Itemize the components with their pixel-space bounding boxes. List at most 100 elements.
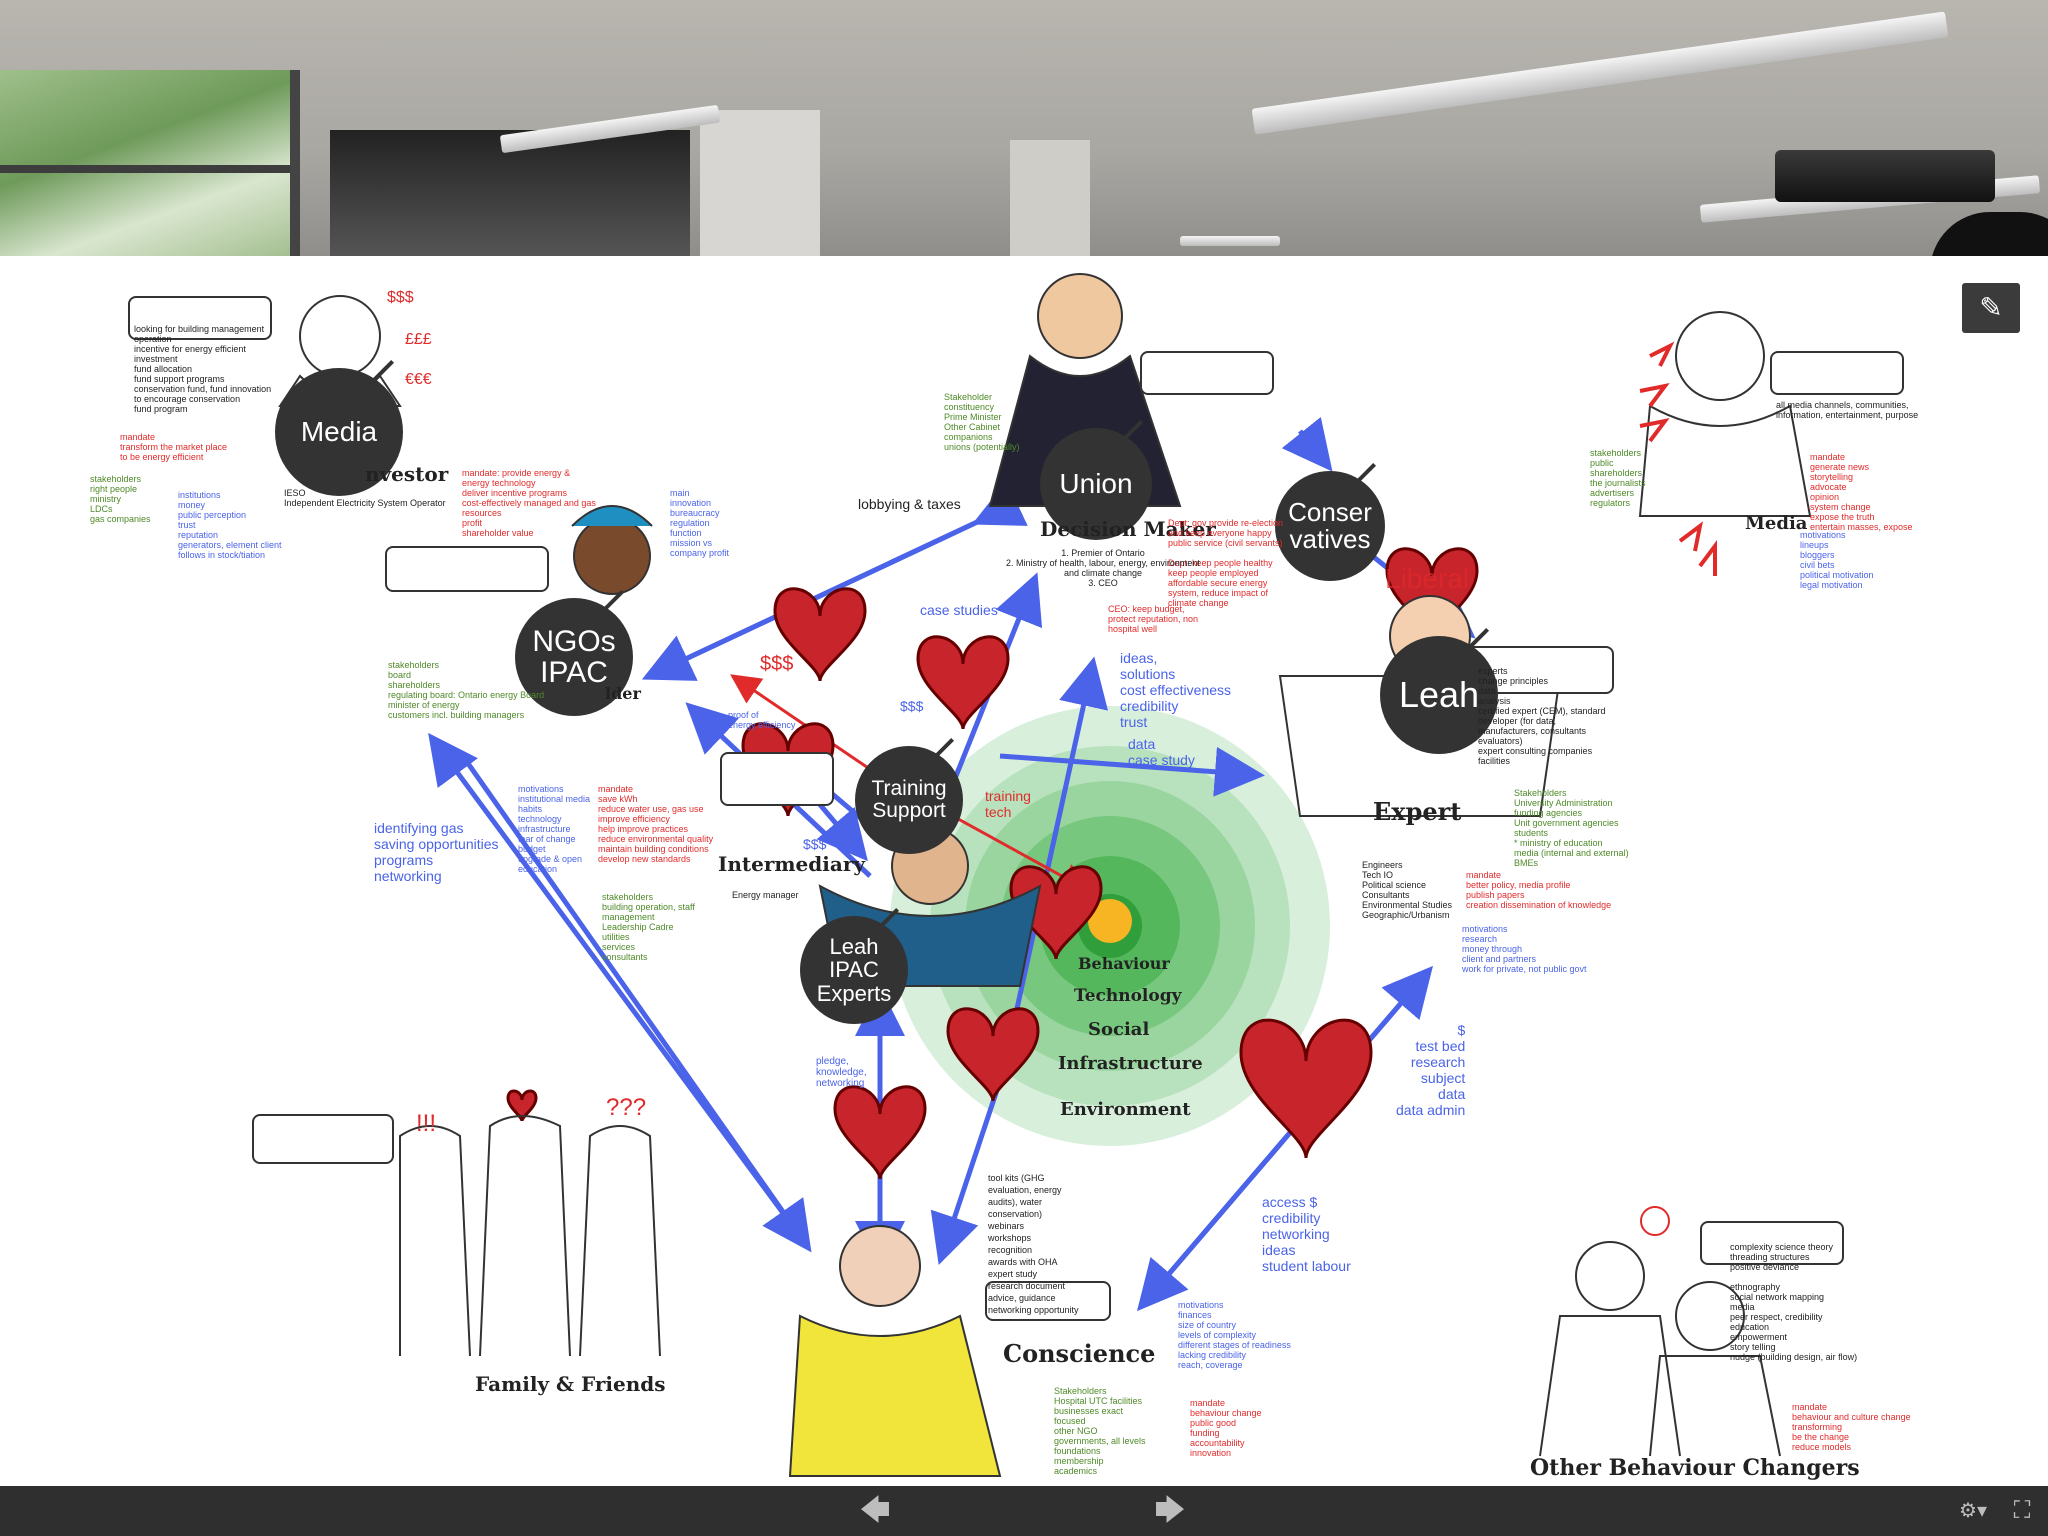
- label-money-red: $$$: [760, 653, 794, 675]
- fullscreen-icon: ⛶: [2013, 1497, 2031, 1524]
- role-conscience: Conscience: [1003, 1339, 1156, 1368]
- note-conscience-mandate: mandate behaviour change public good fun…: [1190, 1398, 1262, 1458]
- speech-note: [385, 546, 549, 592]
- note-expert: experts change principles data analysis …: [1478, 666, 1606, 766]
- bomb-media: Media: [275, 368, 403, 496]
- label-dollars: $$$: [387, 289, 414, 306]
- pillar: [700, 110, 820, 256]
- bomb-union: Union: [1040, 428, 1152, 540]
- note-media-motivations: motivations lineups bloggers civil bets …: [1800, 530, 1874, 590]
- label-lobbying: lobbying & taxes: [858, 496, 961, 512]
- speech-note: [1770, 351, 1904, 395]
- ring-behaviour: Behaviour: [1078, 954, 1170, 973]
- note-conscience-motivations: motivations finances size of country lev…: [1178, 1300, 1291, 1370]
- note-intermediary-motivations: motivations institutional media habits t…: [518, 784, 591, 874]
- gear-icon: ⚙▾: [1959, 1500, 1987, 1522]
- speech-note: [1700, 1221, 1844, 1265]
- role-investor: nvestor: [365, 462, 449, 486]
- room-ceiling-photo: [0, 0, 2048, 256]
- ceiling-light: [1180, 236, 1280, 246]
- conscience-figure: [839, 1225, 921, 1307]
- label-ideas: ideas, solutions cost effectiveness cred…: [1120, 650, 1232, 730]
- label-money: $$$: [900, 698, 924, 714]
- heart-icon: [773, 587, 867, 682]
- note-builder-motivations: main innovation bureaucracy regulation f…: [670, 488, 730, 558]
- role-family-friends: Family & Friends: [475, 1372, 666, 1396]
- bomb-label: Conser vatives: [1288, 496, 1372, 554]
- media-figure: [1638, 404, 1812, 517]
- label-identifying: identifying gas saving opportunities pro…: [374, 820, 499, 884]
- note-expert-motivations: motivations research money through clien…: [1462, 924, 1587, 974]
- role-intermediary: Intermediary: [718, 852, 865, 876]
- note-investor-stakeholders: stakeholders right people ministry LDCs …: [90, 474, 151, 524]
- settings-button[interactable]: ⚙▾: [1950, 1494, 1996, 1528]
- label-exclaim: !!!: [416, 1110, 437, 1137]
- bomb-label: Media: [300, 416, 378, 448]
- other-figures: [1539, 1315, 1781, 1457]
- label-pounds: £££: [405, 331, 432, 348]
- bomb-leah-ipac-experts: Leah IPAC Experts: [800, 916, 908, 1024]
- bomb-conservatives: Conser vatives: [1275, 471, 1385, 581]
- audience-head: [1930, 212, 2048, 256]
- speech-note: [1140, 351, 1274, 395]
- bomb-ngos-ipac: NGOs IPAC: [515, 598, 633, 716]
- media-figure: [1675, 311, 1765, 401]
- speech-note: [128, 296, 272, 340]
- next-slide-button[interactable]: 🡆: [1150, 1494, 1190, 1528]
- heart-icon: [506, 1089, 538, 1122]
- note-engineers: Engineers Tech IO Political science Cons…: [1362, 860, 1453, 920]
- ring-social: Social: [1088, 1019, 1150, 1040]
- arrow-left-icon: 🡄: [859, 1494, 891, 1527]
- note-media-stakeholders: stakeholders public shareholders the jou…: [1590, 448, 1646, 508]
- edit-button[interactable]: ✎: [1962, 283, 2020, 333]
- role-media: Media: [1745, 513, 1808, 534]
- role-liberal: Liberal: [1385, 563, 1470, 594]
- bomb-training-support: Training Support: [855, 746, 963, 854]
- label-tool-kits: tool kits (GHG evaluation, energy audits…: [988, 1173, 1079, 1315]
- note-investor-mandate: mandate transform the market place to be…: [120, 432, 228, 462]
- heart-icon: [833, 1085, 927, 1180]
- note-other: complexity science theory threading stru…: [1730, 1242, 1858, 1362]
- fullscreen-button[interactable]: ⛶: [2002, 1494, 2042, 1528]
- window-mullion: [0, 165, 290, 173]
- note-media: all media channels, communities, informa…: [1776, 400, 1919, 420]
- label-euros: €€€: [405, 371, 432, 388]
- presentation-canvas: Media Union Conser vatives NGOs IPAC Lea…: [0, 256, 2048, 1486]
- bomb-label: Training Support: [871, 776, 947, 822]
- speech-note: [252, 1114, 394, 1164]
- pillar: [1010, 140, 1090, 256]
- speech-note: [985, 1281, 1111, 1321]
- note-other-mandate: mandate behaviour and culture change tra…: [1792, 1402, 1911, 1452]
- role-decision-maker: Decision Maker: [1040, 517, 1216, 541]
- label-proof: proof of energy efficiency: [728, 710, 796, 730]
- heart-icon: [946, 1007, 1040, 1102]
- role-other-behaviour-changers: Other Behaviour Changers: [1530, 1455, 1860, 1481]
- builder-hat: [571, 505, 653, 527]
- arrow-right-icon: 🡆: [1154, 1494, 1186, 1527]
- heart-icon: [916, 635, 1010, 730]
- note-builder-mandate: mandate: provide energy & energy technol…: [462, 468, 596, 538]
- bomb-label: NGOs IPAC: [532, 624, 616, 689]
- bomb-label: Union: [1059, 468, 1133, 500]
- other-figure: [1575, 1241, 1645, 1311]
- family-figures: [399, 1115, 661, 1357]
- decision-maker-figure: [1037, 273, 1123, 359]
- note-builder-stakeholders: stakeholders board shareholders regulati…: [388, 660, 545, 720]
- note-intermediary-mandate: mandate save kWh reduce water use, gas u…: [598, 784, 714, 864]
- prev-slide-button[interactable]: 🡄: [855, 1494, 895, 1528]
- window: [0, 70, 300, 256]
- bomb-label: Leah IPAC Experts: [816, 934, 892, 1006]
- bomb-label: Leah: [1398, 674, 1480, 716]
- role-builder: lder: [605, 684, 641, 703]
- alarm-marks: [1639, 341, 1717, 576]
- note-expert-mandate: mandate better policy, media profile pub…: [1466, 870, 1612, 910]
- bomb-leah: Leah: [1380, 636, 1498, 754]
- speech-note: [720, 752, 834, 806]
- role-expert: Expert: [1373, 797, 1462, 826]
- investor-figure: [299, 295, 381, 377]
- label-test-bed: $ test bed research subject data data ad…: [1396, 1022, 1466, 1118]
- note-expert-stakeholders: Stakeholders University Administration f…: [1514, 788, 1629, 868]
- label-data-case-study: data case study: [1128, 736, 1195, 768]
- lightbulb-icon: [1640, 1206, 1670, 1236]
- label-pledge: pledge, knowledge, networking: [816, 1056, 867, 1089]
